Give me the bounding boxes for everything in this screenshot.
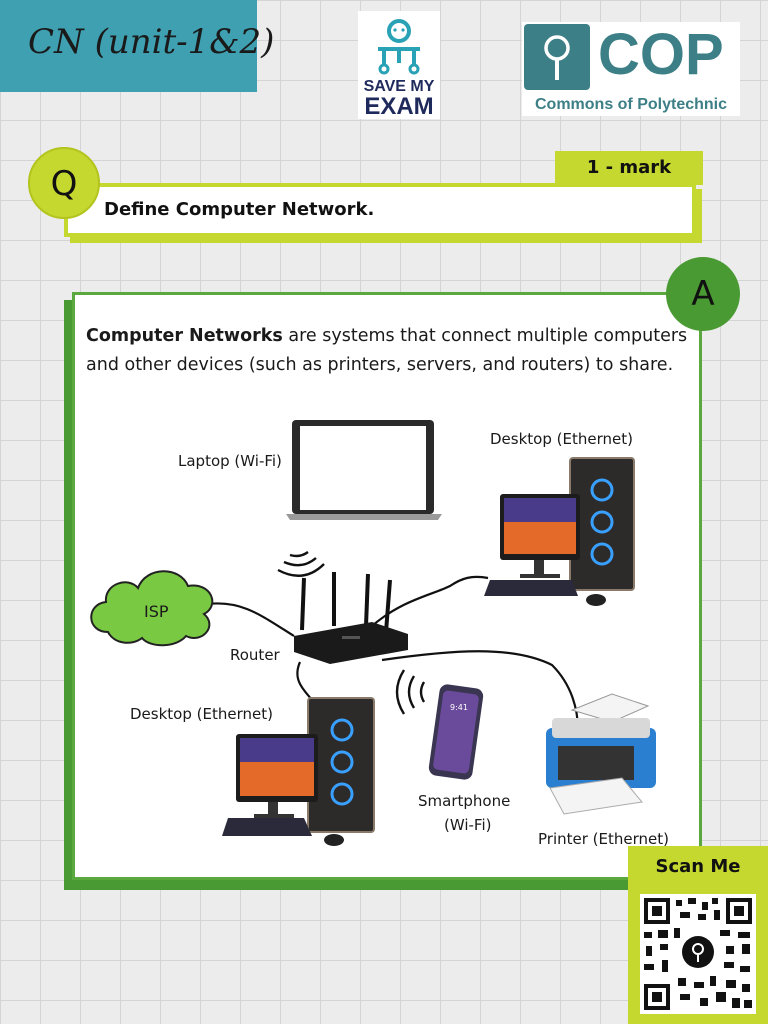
question-box — [64, 183, 696, 237]
cop-logo: COP Commons of Polytechnic — [522, 22, 740, 116]
exam-text: EXAM — [364, 93, 434, 120]
label-smartphone-wifi: (Wi-Fi) — [444, 816, 492, 834]
phone-wifi-waves-icon — [395, 669, 426, 715]
page-title: CN (unit-1&2) — [28, 22, 275, 62]
label-smartphone: Smartphone — [418, 792, 511, 810]
question-text: Define Computer Network. — [104, 199, 375, 220]
cop-keyhole-icon — [524, 24, 590, 90]
title-banner — [0, 0, 257, 92]
desktop-bottom-icon — [222, 697, 375, 846]
network-diagram: 9:41 — [90, 420, 656, 846]
answer-term: Computer Networks — [86, 326, 283, 346]
cop-wordmark: COP — [598, 22, 724, 87]
label-laptop: Laptop (Wi-Fi) — [178, 452, 282, 470]
cable-router-desktop-top — [371, 575, 489, 627]
answer-badge: A — [666, 257, 740, 331]
scan-me-panel: Scan Me — [628, 846, 768, 1024]
router-icon — [294, 572, 408, 664]
cable-router-printer — [381, 650, 580, 731]
laptop-icon — [286, 420, 442, 520]
question-badge: Q — [28, 147, 100, 219]
cable-isp-router — [207, 602, 295, 637]
mark-badge: 1 - mark — [555, 151, 703, 185]
printer-icon — [546, 693, 656, 815]
desktop-top-icon — [484, 457, 635, 606]
phone-time: 9:41 — [450, 703, 468, 712]
save-my-exam-logo: SAVE MY EXAM — [358, 11, 440, 119]
save-my-text: SAVE MY — [363, 78, 435, 95]
label-printer: Printer (Ethernet) — [538, 830, 669, 848]
smartphone-icon: 9:41 — [428, 684, 484, 780]
isp-cloud-icon — [90, 570, 214, 647]
answer-text: Computer Networks are systems that conne… — [86, 322, 690, 380]
label-router: Router — [230, 646, 280, 664]
label-desktop-bottom: Desktop (Ethernet) — [130, 705, 273, 723]
label-isp: ISP — [144, 602, 169, 621]
answer-definition: are systems that connect multiple comput… — [86, 326, 688, 375]
save-my-exam-icon — [378, 19, 420, 75]
label-desktop-top: Desktop (Ethernet) — [490, 430, 633, 448]
cable-router-desktop-bottom — [296, 661, 313, 701]
scan-me-label: Scan Me — [655, 856, 741, 877]
cop-subtitle: Commons of Polytechnic — [534, 96, 728, 113]
qr-code[interactable] — [640, 894, 756, 1014]
wifi-waves-icon — [277, 551, 325, 577]
qr-code-icon — [644, 898, 752, 1010]
